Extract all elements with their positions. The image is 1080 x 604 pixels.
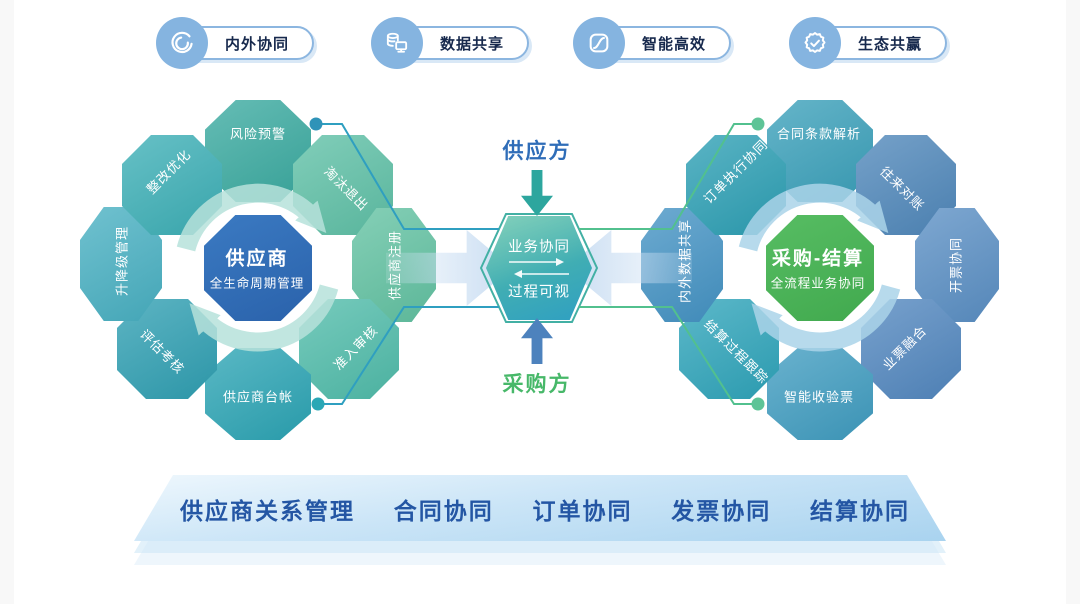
banner-item: 合同协同 bbox=[393, 498, 494, 524]
right-top-node bbox=[751, 117, 765, 131]
petal-label: 合同条款解析 bbox=[776, 126, 862, 142]
purchase-center-title: 采购-结算 bbox=[771, 248, 865, 270]
petal-order-execution bbox=[686, 135, 786, 235]
badge-label: 智能高效 bbox=[641, 35, 706, 53]
page-margin-left bbox=[0, 0, 14, 604]
supply-side-label: 供应方 bbox=[502, 140, 572, 163]
petal-smart-invoice-check bbox=[767, 348, 873, 440]
badge-label: 生态共赢 bbox=[857, 35, 922, 53]
left-bottom-node bbox=[311, 397, 325, 411]
cycle-icon bbox=[156, 17, 208, 69]
banner-item: 发票协同 bbox=[671, 498, 772, 524]
supply-down-arrow bbox=[521, 170, 553, 216]
petal-rectification bbox=[122, 135, 222, 235]
petal-label: 供应商台帐 bbox=[222, 389, 294, 405]
hub-bottom-label: 过程可视 bbox=[508, 284, 570, 301]
hub-top-label: 业务协同 bbox=[508, 239, 570, 256]
petal-label: 升降级管理 bbox=[114, 225, 130, 297]
petal-label: 开票协同 bbox=[948, 236, 964, 294]
petal-supplier-ledger bbox=[205, 348, 311, 440]
banner-item: 订单协同 bbox=[532, 498, 633, 524]
supplier-center-title: 供应商 bbox=[225, 248, 289, 270]
banner-item: 结算协同 bbox=[810, 498, 910, 524]
purchase-center-subtitle: 全流程业务协同 bbox=[770, 276, 866, 291]
banner-items: 供应商关系管理 合同协同 订单协同 发票协同 结算协同 bbox=[180, 494, 910, 524]
left-top-node bbox=[309, 117, 323, 131]
right-bottom-node bbox=[751, 397, 765, 411]
badge-label: 数据共享 bbox=[439, 35, 504, 53]
efficiency-icon bbox=[573, 17, 625, 69]
data-share-icon bbox=[371, 17, 423, 69]
petal-label: 内外数据共享 bbox=[677, 218, 693, 304]
badge-label: 内外协同 bbox=[224, 35, 289, 53]
ecosystem-icon bbox=[789, 17, 841, 69]
hub-hexagon bbox=[486, 216, 592, 320]
banner-main bbox=[134, 475, 946, 541]
petal-label: 智能收验票 bbox=[783, 389, 855, 405]
banner-item: 供应商关系管理 bbox=[180, 498, 355, 524]
purchase-up-arrow bbox=[521, 318, 553, 364]
petal-label: 供应商注册 bbox=[387, 229, 403, 301]
page-margin-right bbox=[1066, 0, 1080, 604]
supplier-center-subtitle: 全生命周期管理 bbox=[209, 276, 305, 291]
petal-label: 风险预警 bbox=[229, 126, 287, 142]
purchase-side-label: 采购方 bbox=[502, 373, 572, 396]
